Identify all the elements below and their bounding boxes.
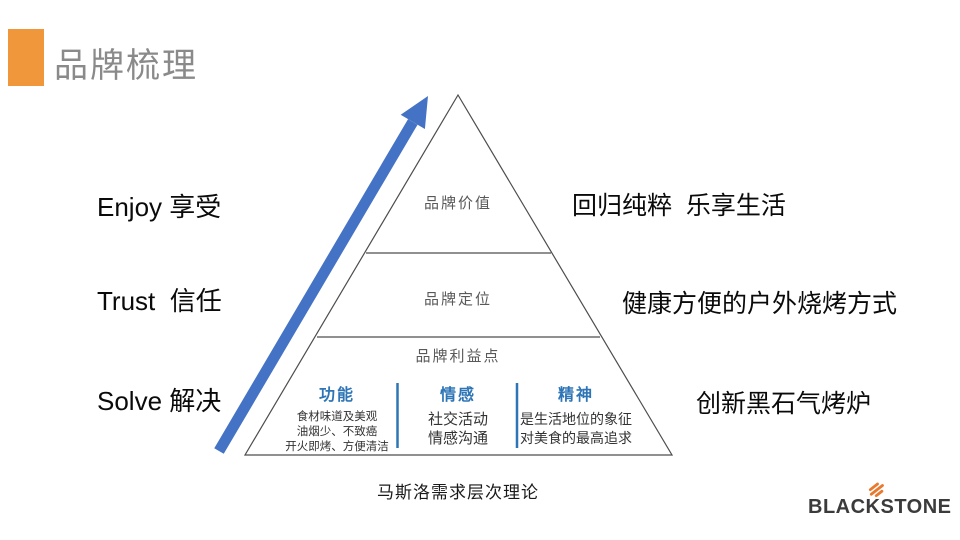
growth-arrow-icon xyxy=(214,96,428,454)
column-emotion-line: 情感沟通 xyxy=(427,430,488,447)
page-title: 品牌梳理 xyxy=(54,47,198,85)
right-label-brand-positioning: 健康方便的户外烧烤方式 xyxy=(622,290,898,318)
left-label-trust: Trust 信任 xyxy=(97,286,222,316)
column-spirit-line: 是生活地位的象征 xyxy=(520,411,632,427)
column-function: 功能 食材味道及美观 油烟少、不致癌 开火即烤、方便清洁 xyxy=(277,381,397,455)
right-label-brand-value: 回归纯粹 乐享生活 xyxy=(572,192,786,220)
column-function-line: 食材味道及美观 xyxy=(296,411,378,423)
column-spirit-line: 对美食的最高追求 xyxy=(520,430,632,446)
pyramid-level-brand-benefit: 品牌利益点 xyxy=(415,348,501,365)
pyramid-level-brand-positioning: 品牌定位 xyxy=(423,291,492,308)
left-label-solve: Solve 解决 xyxy=(97,386,222,416)
left-label-enjoy: Enjoy 享受 xyxy=(97,192,222,222)
column-emotion-heading: 情感 xyxy=(439,387,476,404)
logo-text: BLACKSTONE xyxy=(808,496,952,518)
flame-icon xyxy=(868,482,884,498)
blackstone-logo: BLACKSTONE xyxy=(808,481,952,523)
pyramid-caption: 马斯洛需求层次理论 xyxy=(377,483,539,502)
pyramid-level-brand-value: 品牌价值 xyxy=(423,195,492,212)
column-function-line: 油烟少、不致癌 xyxy=(296,426,378,438)
column-emotion: 情感 社交活动 情感沟通 xyxy=(398,381,518,448)
column-function-line: 开火即烤、方便清洁 xyxy=(285,441,389,453)
column-spirit: 精神 是生活地位的象征 对美食的最高追求 xyxy=(513,381,639,448)
column-emotion-line: 社交活动 xyxy=(427,411,488,428)
right-label-brand-benefit: 创新黑石气烤炉 xyxy=(696,390,872,418)
title-accent-square xyxy=(8,29,44,86)
column-spirit-heading: 精神 xyxy=(557,387,594,404)
column-function-heading: 功能 xyxy=(318,387,355,404)
pyramid-outline xyxy=(243,93,674,456)
